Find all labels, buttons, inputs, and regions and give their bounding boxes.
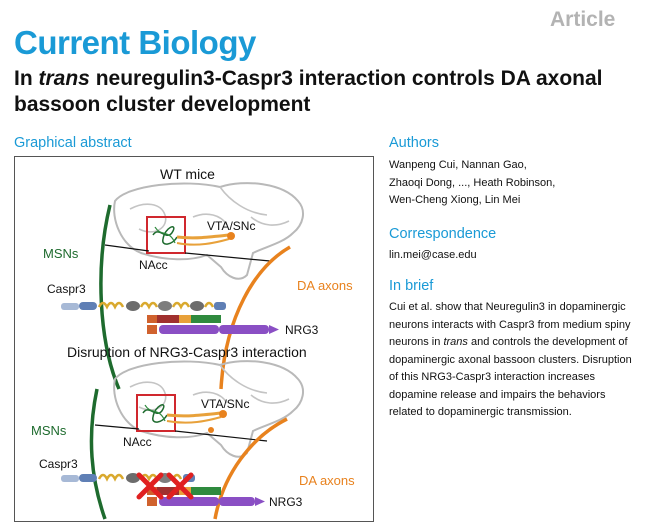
in-brief-heading: In brief xyxy=(389,278,434,294)
disruption-cross-mark xyxy=(136,472,194,500)
msn-curve xyxy=(89,388,107,520)
journal-title: Current Biology xyxy=(14,24,256,61)
article-type-label: Article xyxy=(550,8,616,31)
authors-line: Wanpeng Cui, Nannan Gao, xyxy=(389,159,527,171)
caspr3-label: Caspr3 xyxy=(39,457,78,471)
title-rest: neuregulin3-Caspr3 interaction controls … xyxy=(14,67,603,116)
authors-heading: Authors xyxy=(389,135,439,151)
msn-curve xyxy=(99,204,121,390)
in-brief-italic: trans xyxy=(443,336,468,348)
disruption-panel: Disruption of NRG3-Caspr3 interaction MS… xyxy=(31,344,355,520)
in-brief-text-part: Cui et al. show that Neuregulin3 in dopa… xyxy=(389,301,631,348)
wt-panel: WT mice MSNs NAcc VTA/SNc xyxy=(43,166,353,390)
msns-label: MSNs xyxy=(31,423,67,438)
nrg3-protein xyxy=(147,487,265,506)
nrg3-label: NRG3 xyxy=(285,323,319,337)
correspondence-email[interactable]: lin.mei@case.edu xyxy=(389,249,477,261)
graphical-abstract-label: Graphical abstract xyxy=(14,135,132,151)
paper-title: In trans neuregulin3-Caspr3 interaction … xyxy=(14,66,634,118)
graphical-abstract-figure: WT mice MSNs NAcc VTA/SNc xyxy=(14,156,374,522)
nacc-label: NAcc xyxy=(123,435,152,449)
nacc-label: NAcc xyxy=(139,258,168,272)
authors-line: Zhaoqi Dong, ..., Heath Robinson, xyxy=(389,176,556,189)
caspr3-label: Caspr3 xyxy=(47,282,86,296)
in-brief-text-part: and controls the development of dopamine… xyxy=(389,336,632,418)
disruption-panel-title: Disruption of NRG3-Caspr3 interaction xyxy=(67,344,307,360)
nrg3-protein xyxy=(147,315,279,334)
title-italic: trans xyxy=(38,67,90,90)
caspr3-protein xyxy=(61,301,226,311)
da-axons-label: DA axons xyxy=(299,473,355,488)
da-axon-curve xyxy=(213,417,288,520)
nacc-box xyxy=(136,394,176,432)
authors-line: Wen-Cheng Xiong, Lin Mei xyxy=(389,194,521,206)
nacc-box xyxy=(146,216,186,254)
authors-list: Wanpeng Cui, Nannan Gao, Zhaoqi Dong, ..… xyxy=(389,157,639,210)
correspondence-heading: Correspondence xyxy=(389,226,497,242)
title-prefix: In xyxy=(14,67,39,90)
vta-label: VTA/SNc xyxy=(201,397,249,411)
da-axons-label: DA axons xyxy=(297,278,353,293)
nrg3-label: NRG3 xyxy=(269,495,303,509)
vta-label: VTA/SNc xyxy=(207,219,255,233)
da-axon-curve xyxy=(219,245,291,390)
wt-panel-title: WT mice xyxy=(160,166,215,182)
msns-label: MSNs xyxy=(43,246,79,261)
in-brief-text: Cui et al. show that Neuregulin3 in dopa… xyxy=(389,299,639,422)
